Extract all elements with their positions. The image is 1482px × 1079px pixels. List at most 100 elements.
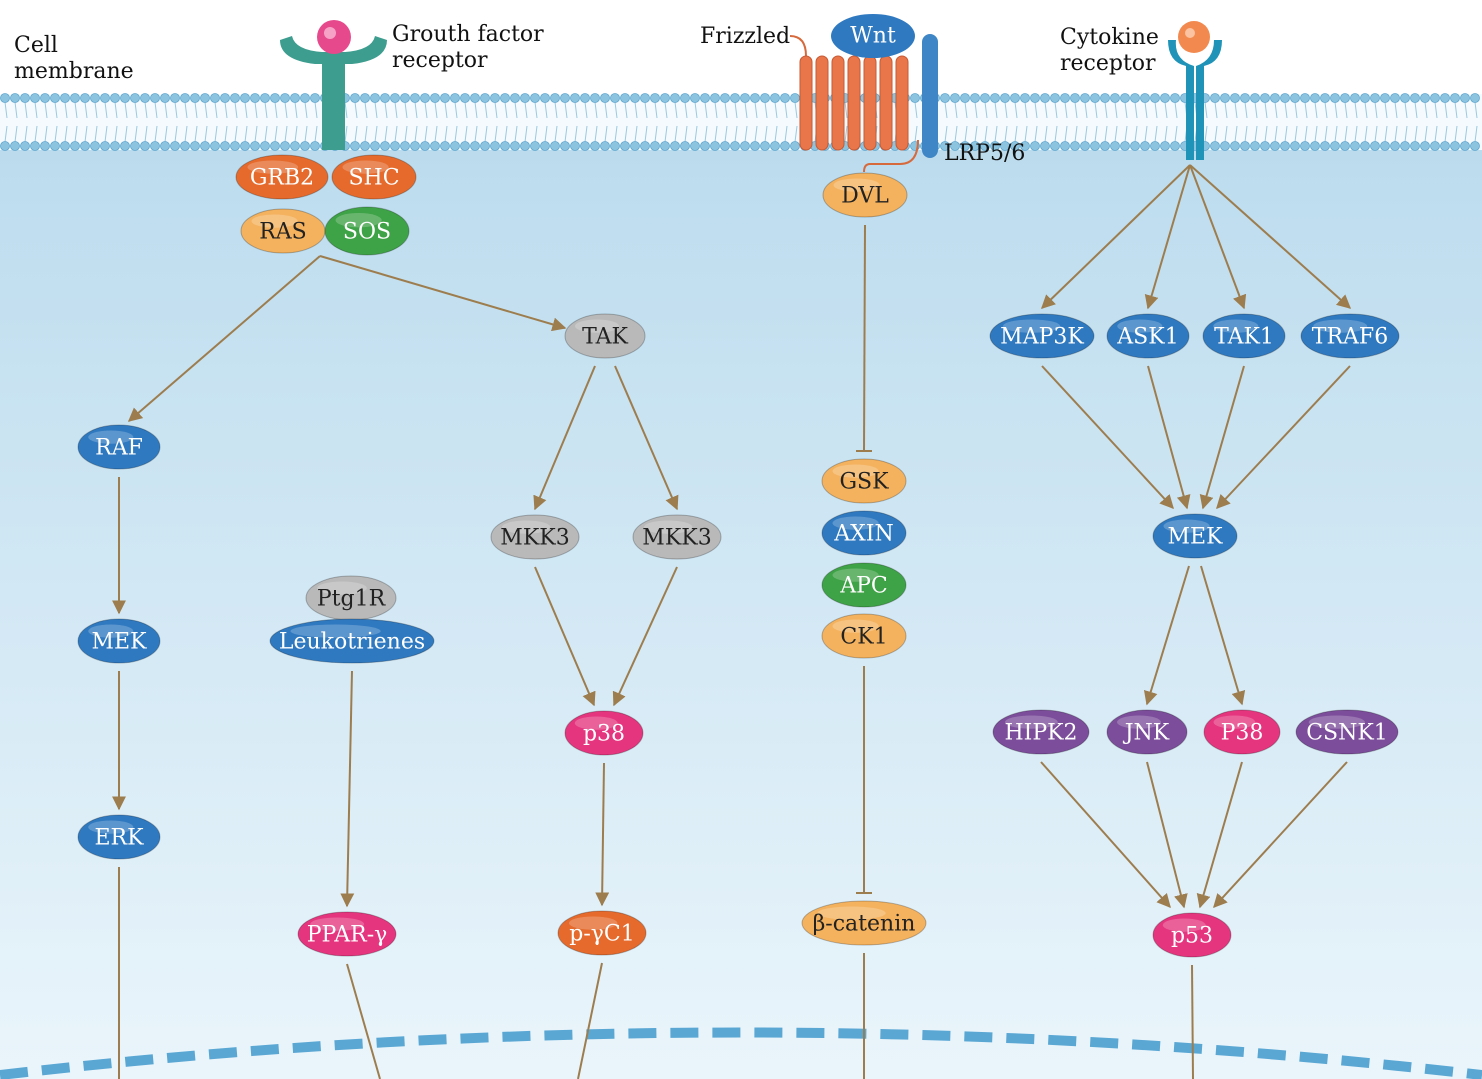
node-label-grb2: GRB2 <box>250 166 314 191</box>
lipid-head <box>1320 141 1330 151</box>
lipid-head <box>400 93 410 103</box>
lipid-tail <box>1034 125 1038 143</box>
lipid-tail <box>1354 125 1358 143</box>
lipid-tail <box>1284 101 1288 119</box>
lipid-head <box>540 93 550 103</box>
lipid-tail <box>584 125 588 143</box>
node-label-tak1: TAK1 <box>1214 325 1274 350</box>
lipid-tail <box>1454 101 1458 119</box>
lipid-tail <box>214 125 218 143</box>
node-shape-P38 <box>1203 709 1281 755</box>
lipid-tail <box>94 101 98 119</box>
lipid-tail <box>234 125 238 143</box>
lipid-tail <box>24 101 28 119</box>
node-shape-sos <box>324 206 410 256</box>
node-label-sos: SOS <box>343 220 391 245</box>
node-dvl: DVL <box>822 172 908 218</box>
lipid-head <box>730 93 740 103</box>
lipid-tail <box>1324 125 1328 143</box>
node-pgc1: p-γC1 <box>557 910 647 956</box>
lipid-head <box>1130 93 1140 103</box>
node-shape-mkk3_b <box>632 514 722 560</box>
lipid-tail <box>144 101 148 119</box>
lipid-head <box>1440 93 1450 103</box>
lipid-tail <box>114 101 118 119</box>
lipid-head <box>1450 93 1460 103</box>
lipid-head <box>50 141 60 151</box>
lipid-tail <box>494 125 498 143</box>
lipid-head <box>210 141 220 151</box>
lipid-head <box>1350 141 1360 151</box>
lipid-head <box>570 141 580 151</box>
lipid-tail <box>254 101 258 119</box>
lipid-tail <box>1384 101 1388 119</box>
node-axin: AXIN <box>821 510 907 556</box>
lipid-head <box>1030 141 1040 151</box>
lipid-head <box>660 93 670 103</box>
lipid-head <box>420 93 430 103</box>
node-highlight <box>1117 715 1161 729</box>
node-highlight <box>832 619 879 633</box>
lipid-tail <box>404 125 408 143</box>
node-highlight <box>832 516 879 530</box>
lipid-head <box>1010 93 1020 103</box>
edges <box>112 164 1352 1079</box>
node-ask1: ASK1 <box>1106 313 1190 359</box>
lipid-head <box>1270 93 1280 103</box>
lipid-head <box>120 93 130 103</box>
lipid-head <box>460 141 470 151</box>
node-shape-tak1 <box>1202 313 1286 359</box>
edge-cytokine_receptor-map3k <box>1040 164 1191 309</box>
lipid-head <box>610 93 620 103</box>
lipid-head <box>720 141 730 151</box>
lipid-tail <box>184 125 188 143</box>
lipid-tail <box>1444 125 1448 143</box>
node-shape-jnk <box>1106 709 1188 755</box>
node-ptg1r: Ptg1R <box>305 575 397 621</box>
lipid-head <box>430 141 440 151</box>
lipid-tail <box>354 101 358 119</box>
lipid-head <box>1050 141 1060 151</box>
lipid-tail <box>1384 125 1388 143</box>
lipid-tail <box>514 101 518 119</box>
lipid-tail <box>1164 101 1168 119</box>
node-shape-leukotrienes <box>269 618 435 664</box>
lipid-tail <box>1414 125 1418 143</box>
lipid-head <box>1340 93 1350 103</box>
lipid-tail <box>1324 101 1328 119</box>
lipid-tail <box>1274 125 1278 143</box>
lipid-tail <box>1224 101 1228 119</box>
lipid-head <box>1420 141 1430 151</box>
lipid-head <box>80 141 90 151</box>
lipid-head <box>390 93 400 103</box>
node-highlight <box>1005 715 1058 729</box>
node-shape-gsk <box>821 458 907 504</box>
lipid-head <box>1430 93 1440 103</box>
lipid-tail <box>634 101 638 119</box>
lipid-tail <box>484 125 488 143</box>
lipid-head <box>1150 93 1160 103</box>
lipid-tail <box>4 125 8 143</box>
lipid-head <box>230 141 240 151</box>
lipid-tail <box>694 101 698 119</box>
lipid-tail <box>1474 101 1478 119</box>
lipid-tail <box>74 125 78 143</box>
lipid-head <box>30 93 40 103</box>
lipid-tail <box>664 125 668 143</box>
lipid-tail <box>164 101 168 119</box>
lipid-head <box>160 93 170 103</box>
node-shape-traf6 <box>1300 313 1400 359</box>
node-ppar: PPAR-γ <box>297 911 397 957</box>
lipid-tail <box>1204 125 1208 143</box>
lipid-tail <box>1454 125 1458 143</box>
node-highlight <box>1213 715 1256 729</box>
lipid-head <box>700 141 710 151</box>
lipid-tail <box>474 125 478 143</box>
lipid-head <box>950 93 960 103</box>
edge-tak-mkk3_a <box>533 365 596 511</box>
lipid-tail <box>1174 125 1178 143</box>
lipid-head <box>170 93 180 103</box>
lipid-head <box>910 93 920 103</box>
lipid-head <box>1460 93 1470 103</box>
lipid-head <box>1280 141 1290 151</box>
